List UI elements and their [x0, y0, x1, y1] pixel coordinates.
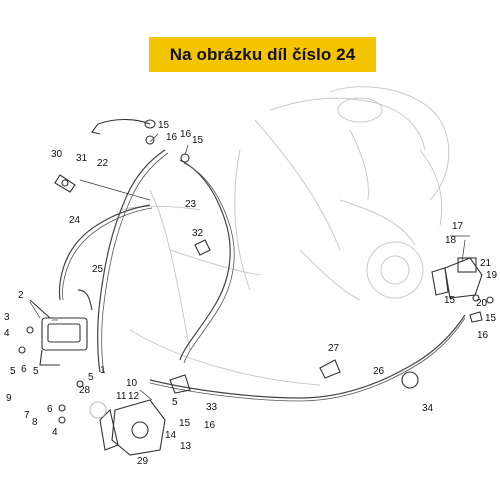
- label-19: 19: [486, 270, 498, 281]
- label-32: 32: [192, 228, 204, 239]
- rear-caliper: [431, 257, 483, 299]
- label-18: 18: [445, 235, 457, 246]
- label-5c: 5: [88, 372, 94, 383]
- label-4b: 4: [52, 427, 58, 438]
- label-6b: 6: [47, 404, 53, 415]
- label-8: 8: [32, 417, 38, 428]
- label-7: 7: [24, 410, 30, 421]
- label-27: 27: [328, 343, 340, 354]
- label-16d: 16: [477, 330, 489, 341]
- label-5d: 5: [172, 397, 178, 408]
- label-14: 14: [165, 430, 177, 441]
- label-2: 2: [18, 290, 24, 301]
- fittings: [18, 135, 494, 424]
- part-labels: 1 2 3 4 4 5 5 5 5 6 6 7 8 9 10 11 12 13 …: [4, 120, 498, 467]
- brake-cables: [58, 149, 466, 402]
- label-15c: 15: [179, 418, 191, 429]
- front-caliper: [89, 399, 166, 456]
- label-10: 10: [126, 378, 138, 389]
- label-15b: 15: [192, 135, 204, 146]
- label-5a: 5: [10, 366, 16, 377]
- label-29: 29: [137, 456, 149, 467]
- label-1: 1: [100, 365, 106, 376]
- label-16c: 16: [204, 420, 216, 431]
- label-15e: 15: [485, 313, 497, 324]
- label-16a: 16: [166, 132, 178, 143]
- label-23: 23: [185, 199, 197, 210]
- label-26: 26: [373, 366, 385, 377]
- label-16b: 16: [180, 129, 192, 140]
- label-28: 28: [79, 385, 91, 396]
- label-6a: 6: [21, 364, 27, 375]
- label-24: 24: [69, 215, 81, 226]
- label-13: 13: [180, 441, 192, 452]
- label-30: 30: [51, 149, 63, 160]
- label-5b: 5: [33, 366, 39, 377]
- label-33: 33: [206, 402, 218, 413]
- label-34: 34: [422, 403, 434, 414]
- label-9: 9: [6, 393, 12, 404]
- label-25: 25: [92, 264, 104, 275]
- label-3: 3: [4, 312, 10, 323]
- label-15a: 15: [158, 120, 170, 131]
- label-31: 31: [76, 153, 88, 164]
- part-number-banner: Na obrázku díl číslo 24: [149, 37, 376, 72]
- label-17: 17: [452, 221, 464, 232]
- label-12: 12: [128, 391, 140, 402]
- label-4a: 4: [4, 328, 10, 339]
- label-11: 11: [116, 391, 127, 402]
- handlebar-lever: [91, 118, 156, 135]
- banner-text: Na obrázku díl číslo 24: [169, 44, 356, 64]
- leader-lines: [29, 133, 470, 401]
- label-21: 21: [480, 258, 492, 269]
- abs-unit: [29, 299, 88, 366]
- label-20: 20: [476, 298, 488, 309]
- label-22: 22: [97, 158, 109, 169]
- label-15d: 15: [444, 295, 456, 306]
